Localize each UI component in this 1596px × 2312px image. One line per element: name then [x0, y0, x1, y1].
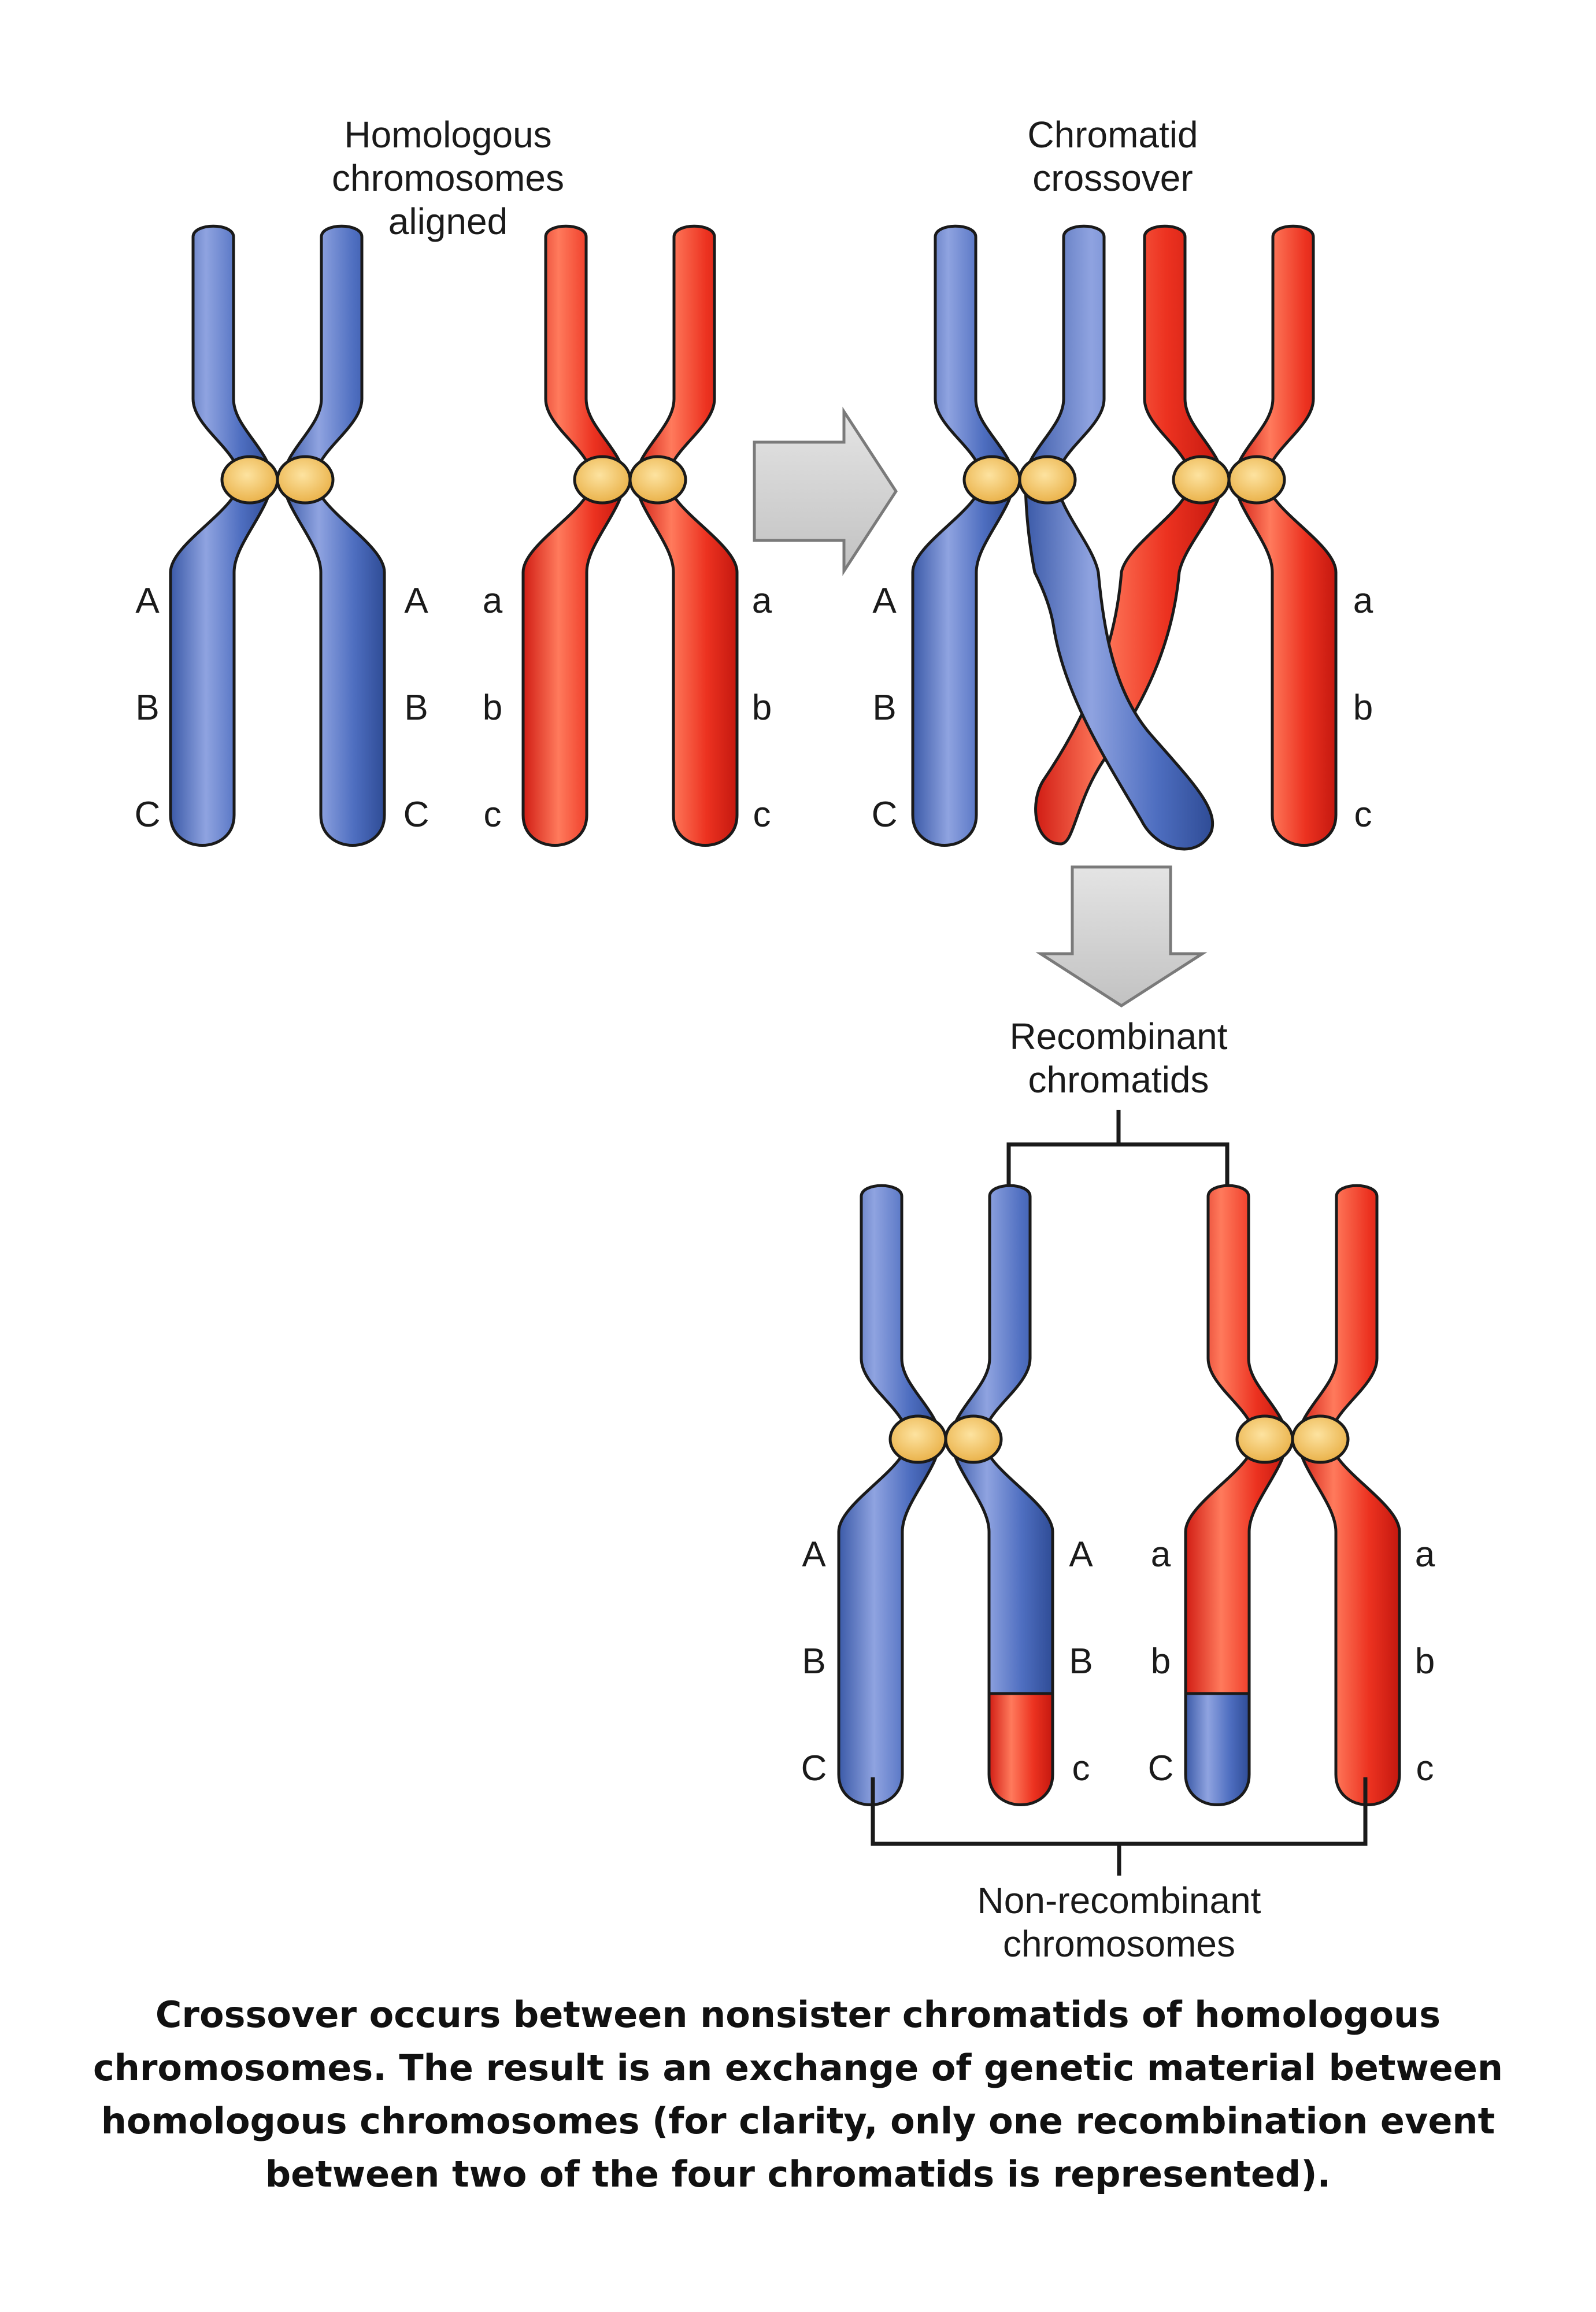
chromatid-blue-nonrecombinant — [837, 1184, 942, 1806]
aligned-pair-blue — [169, 224, 386, 847]
aligned-title-line-2: chromosomes — [332, 157, 564, 199]
centromere-icon — [220, 455, 279, 505]
gene-label: a — [1353, 581, 1373, 621]
gene-label: c — [484, 795, 502, 835]
chromatid-red-outer — [1233, 224, 1338, 847]
gene-label: B — [1069, 1642, 1093, 1681]
centromere-icon — [628, 455, 687, 505]
gene-label: a — [483, 581, 503, 621]
aligned-title-line-3: aligned — [388, 201, 508, 242]
centromere-icon — [1018, 455, 1077, 505]
centromere-icon — [573, 455, 632, 505]
crossover-title-line-2: crossover — [1032, 157, 1193, 199]
gene-label: a — [1415, 1535, 1435, 1574]
recombinant-title-line-1: Recombinant — [1009, 1016, 1227, 1057]
centromere-icon — [962, 455, 1021, 505]
gene-label: B — [404, 688, 428, 728]
chromatid-red-right — [634, 224, 739, 847]
down-arrow-icon — [1035, 865, 1208, 1007]
segment-red-exchanged — [987, 1692, 1054, 1806]
centromere-icon — [1235, 1414, 1294, 1464]
result-set — [837, 1184, 1401, 1806]
gene-label: c — [753, 795, 771, 835]
gene-label: b — [752, 688, 772, 728]
gene-label: b — [1151, 1642, 1171, 1681]
recombinant-title-line-2: chromatids — [1028, 1059, 1209, 1101]
gene-label: C — [403, 795, 429, 835]
gene-label: C — [801, 1748, 827, 1788]
gene-label: c — [1072, 1748, 1090, 1788]
nonrecombinant-title-line-1: Non-recombinant — [977, 1880, 1261, 1921]
gene-label: A — [404, 581, 428, 621]
gene-label: c — [1354, 795, 1372, 835]
figure-caption: Crossover occurs between nonsister chrom… — [92, 1994, 1504, 2195]
gene-label: C — [872, 795, 898, 835]
aligned-pair-red — [521, 224, 739, 847]
chromatid-red-nonrecombinant — [1297, 1184, 1401, 1806]
aligned-title-line-1: Homologous — [344, 114, 551, 155]
chromatid-blue-left — [169, 224, 273, 847]
centromere-icon — [1291, 1414, 1350, 1464]
gene-label: A — [1069, 1535, 1093, 1574]
gene-label: C — [1148, 1748, 1174, 1788]
gene-label: b — [483, 688, 502, 728]
crossover-title-line-1: Chromatid — [1027, 114, 1198, 155]
chromatid-red-left — [521, 224, 626, 847]
centromere-icon — [276, 455, 335, 505]
chromatid-blue-right — [282, 224, 386, 847]
gene-label: B — [802, 1642, 825, 1681]
gene-label: b — [1353, 688, 1373, 728]
nonrecombinant-title-line-2: chromosomes — [1003, 1923, 1235, 1965]
recombinant-bracket — [1006, 1110, 1230, 1199]
gene-label: C — [135, 795, 161, 835]
crossover-set — [911, 224, 1338, 851]
chromatid-blue-outer — [911, 224, 1016, 847]
right-arrow-icon — [753, 406, 898, 576]
gene-label: A — [872, 581, 897, 621]
gene-label: a — [1151, 1535, 1171, 1574]
gene-label: a — [752, 581, 772, 621]
gene-label: B — [872, 688, 896, 728]
gene-label: A — [802, 1535, 826, 1574]
segment-blue-exchanged — [1184, 1692, 1251, 1806]
centromere-icon — [888, 1414, 947, 1464]
gene-label: c — [1416, 1748, 1434, 1788]
gene-label: b — [1415, 1642, 1435, 1681]
centromere-icon — [1172, 455, 1231, 505]
nonrecombinant-bracket — [871, 1777, 1368, 1876]
centromere-icon — [944, 1414, 1003, 1464]
gene-label: A — [135, 581, 160, 621]
centromere-icon — [1227, 455, 1286, 505]
gene-label: B — [135, 688, 159, 728]
